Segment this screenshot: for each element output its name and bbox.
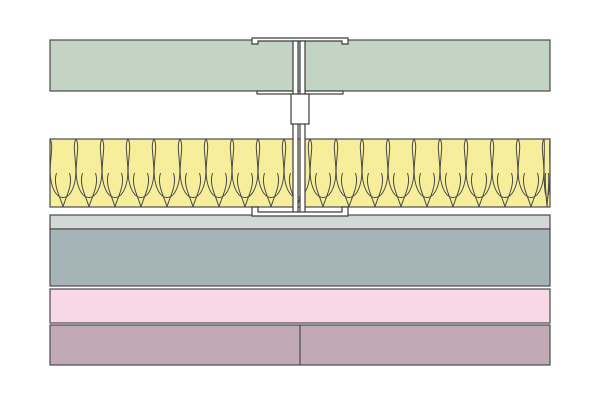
steel-i-stud-icon bbox=[251, 37, 349, 217]
thick-board-layer bbox=[49, 228, 551, 287]
insulation-loops bbox=[50, 139, 550, 207]
insulation-pattern bbox=[50, 139, 550, 207]
thin-board-layer bbox=[49, 214, 551, 230]
bottom-board-layer bbox=[49, 324, 551, 366]
pink-board-layer bbox=[49, 288, 551, 324]
